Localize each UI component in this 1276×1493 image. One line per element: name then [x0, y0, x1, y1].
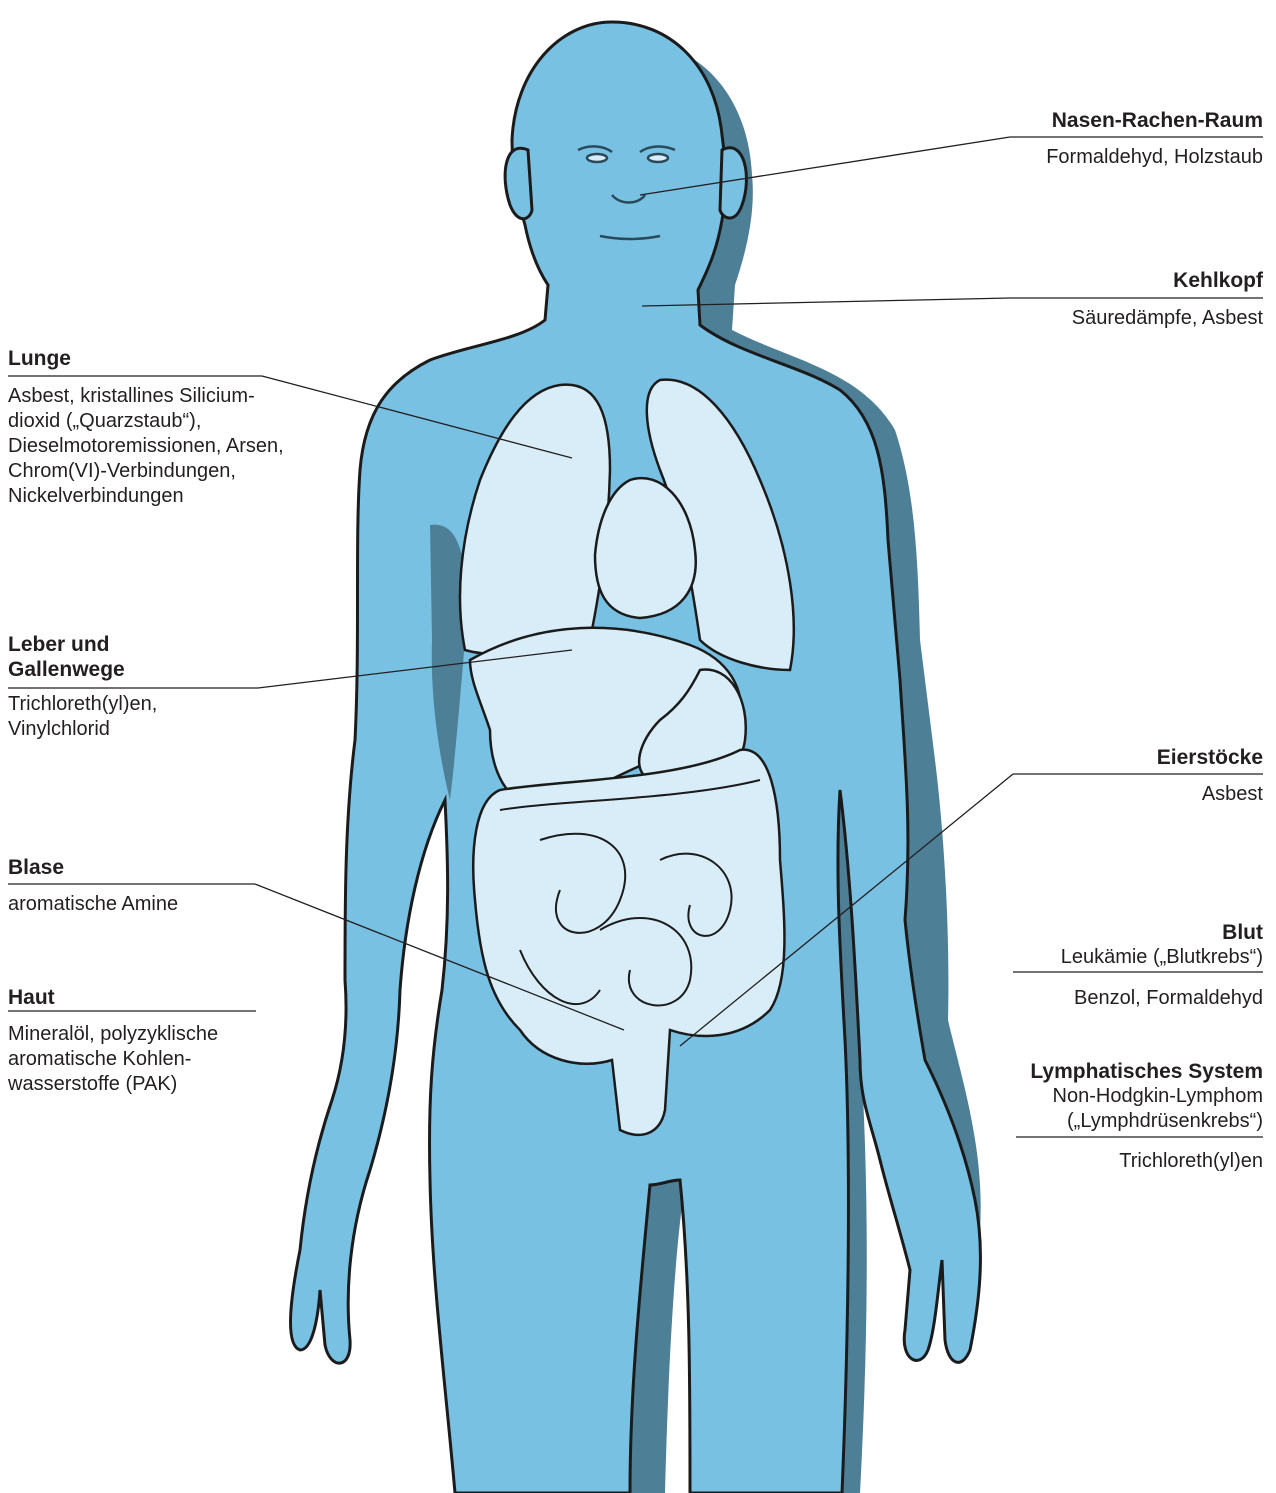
label-title: Nasen-Rachen-Raum — [943, 108, 1263, 133]
label-title: Lymphatisches System — [933, 1059, 1263, 1084]
label-desc: Asbest — [943, 782, 1263, 807]
label-desc: Mineralöl, polyzyklische aromatische Koh… — [8, 1022, 328, 1097]
label-title: Blut — [943, 920, 1263, 945]
label-desc: Trichloreth(yl)en, Vinylchlorid — [8, 692, 328, 742]
label-title: Lunge — [8, 346, 328, 371]
label-title: Eierstöcke — [943, 745, 1263, 770]
label-subtitle: Non-Hodgkin-Lymphom („Lymphdrüsenkrebs“) — [933, 1084, 1263, 1134]
label-eierstoecke: Eierstöcke Asbest — [943, 745, 1263, 807]
label-title: Haut — [8, 985, 328, 1010]
left-ear — [505, 148, 532, 218]
label-blase: Blase aromatische Amine — [8, 855, 328, 917]
right-ear — [720, 148, 746, 218]
label-leber-gallenwege: Leber und Gallenwege Trichloreth(yl)en, … — [8, 632, 328, 742]
label-desc: Trichloreth(yl)en — [933, 1149, 1263, 1174]
label-nasen-rachen-raum: Nasen-Rachen-Raum Formaldehyd, Holzstaub — [943, 108, 1263, 170]
label-desc: aromatische Amine — [8, 892, 328, 917]
label-subtitle: Leukämie („Blutkrebs“) — [943, 945, 1263, 970]
label-desc: Asbest, kristallines Silicium- dioxid („… — [8, 384, 328, 509]
label-desc: Säuredämpfe, Asbest — [943, 306, 1263, 331]
label-title: Blase — [8, 855, 328, 880]
label-lymphatisches-system: Lymphatisches System Non-Hodgkin-Lymphom… — [933, 1059, 1263, 1174]
label-desc: Formaldehyd, Holzstaub — [943, 145, 1263, 170]
label-blut: Blut Leukämie („Blutkrebs“) Benzol, Form… — [943, 920, 1263, 1011]
label-lunge: Lunge Asbest, kristallines Silicium- dio… — [8, 346, 328, 509]
label-kehlkopf: Kehlkopf Säuredämpfe, Asbest — [943, 268, 1263, 331]
label-title: Leber und Gallenwege — [8, 632, 328, 682]
label-title: Kehlkopf — [943, 268, 1263, 293]
label-desc: Benzol, Formaldehyd — [943, 986, 1263, 1011]
label-haut: Haut Mineralöl, polyzyklische aromatisch… — [8, 985, 328, 1097]
